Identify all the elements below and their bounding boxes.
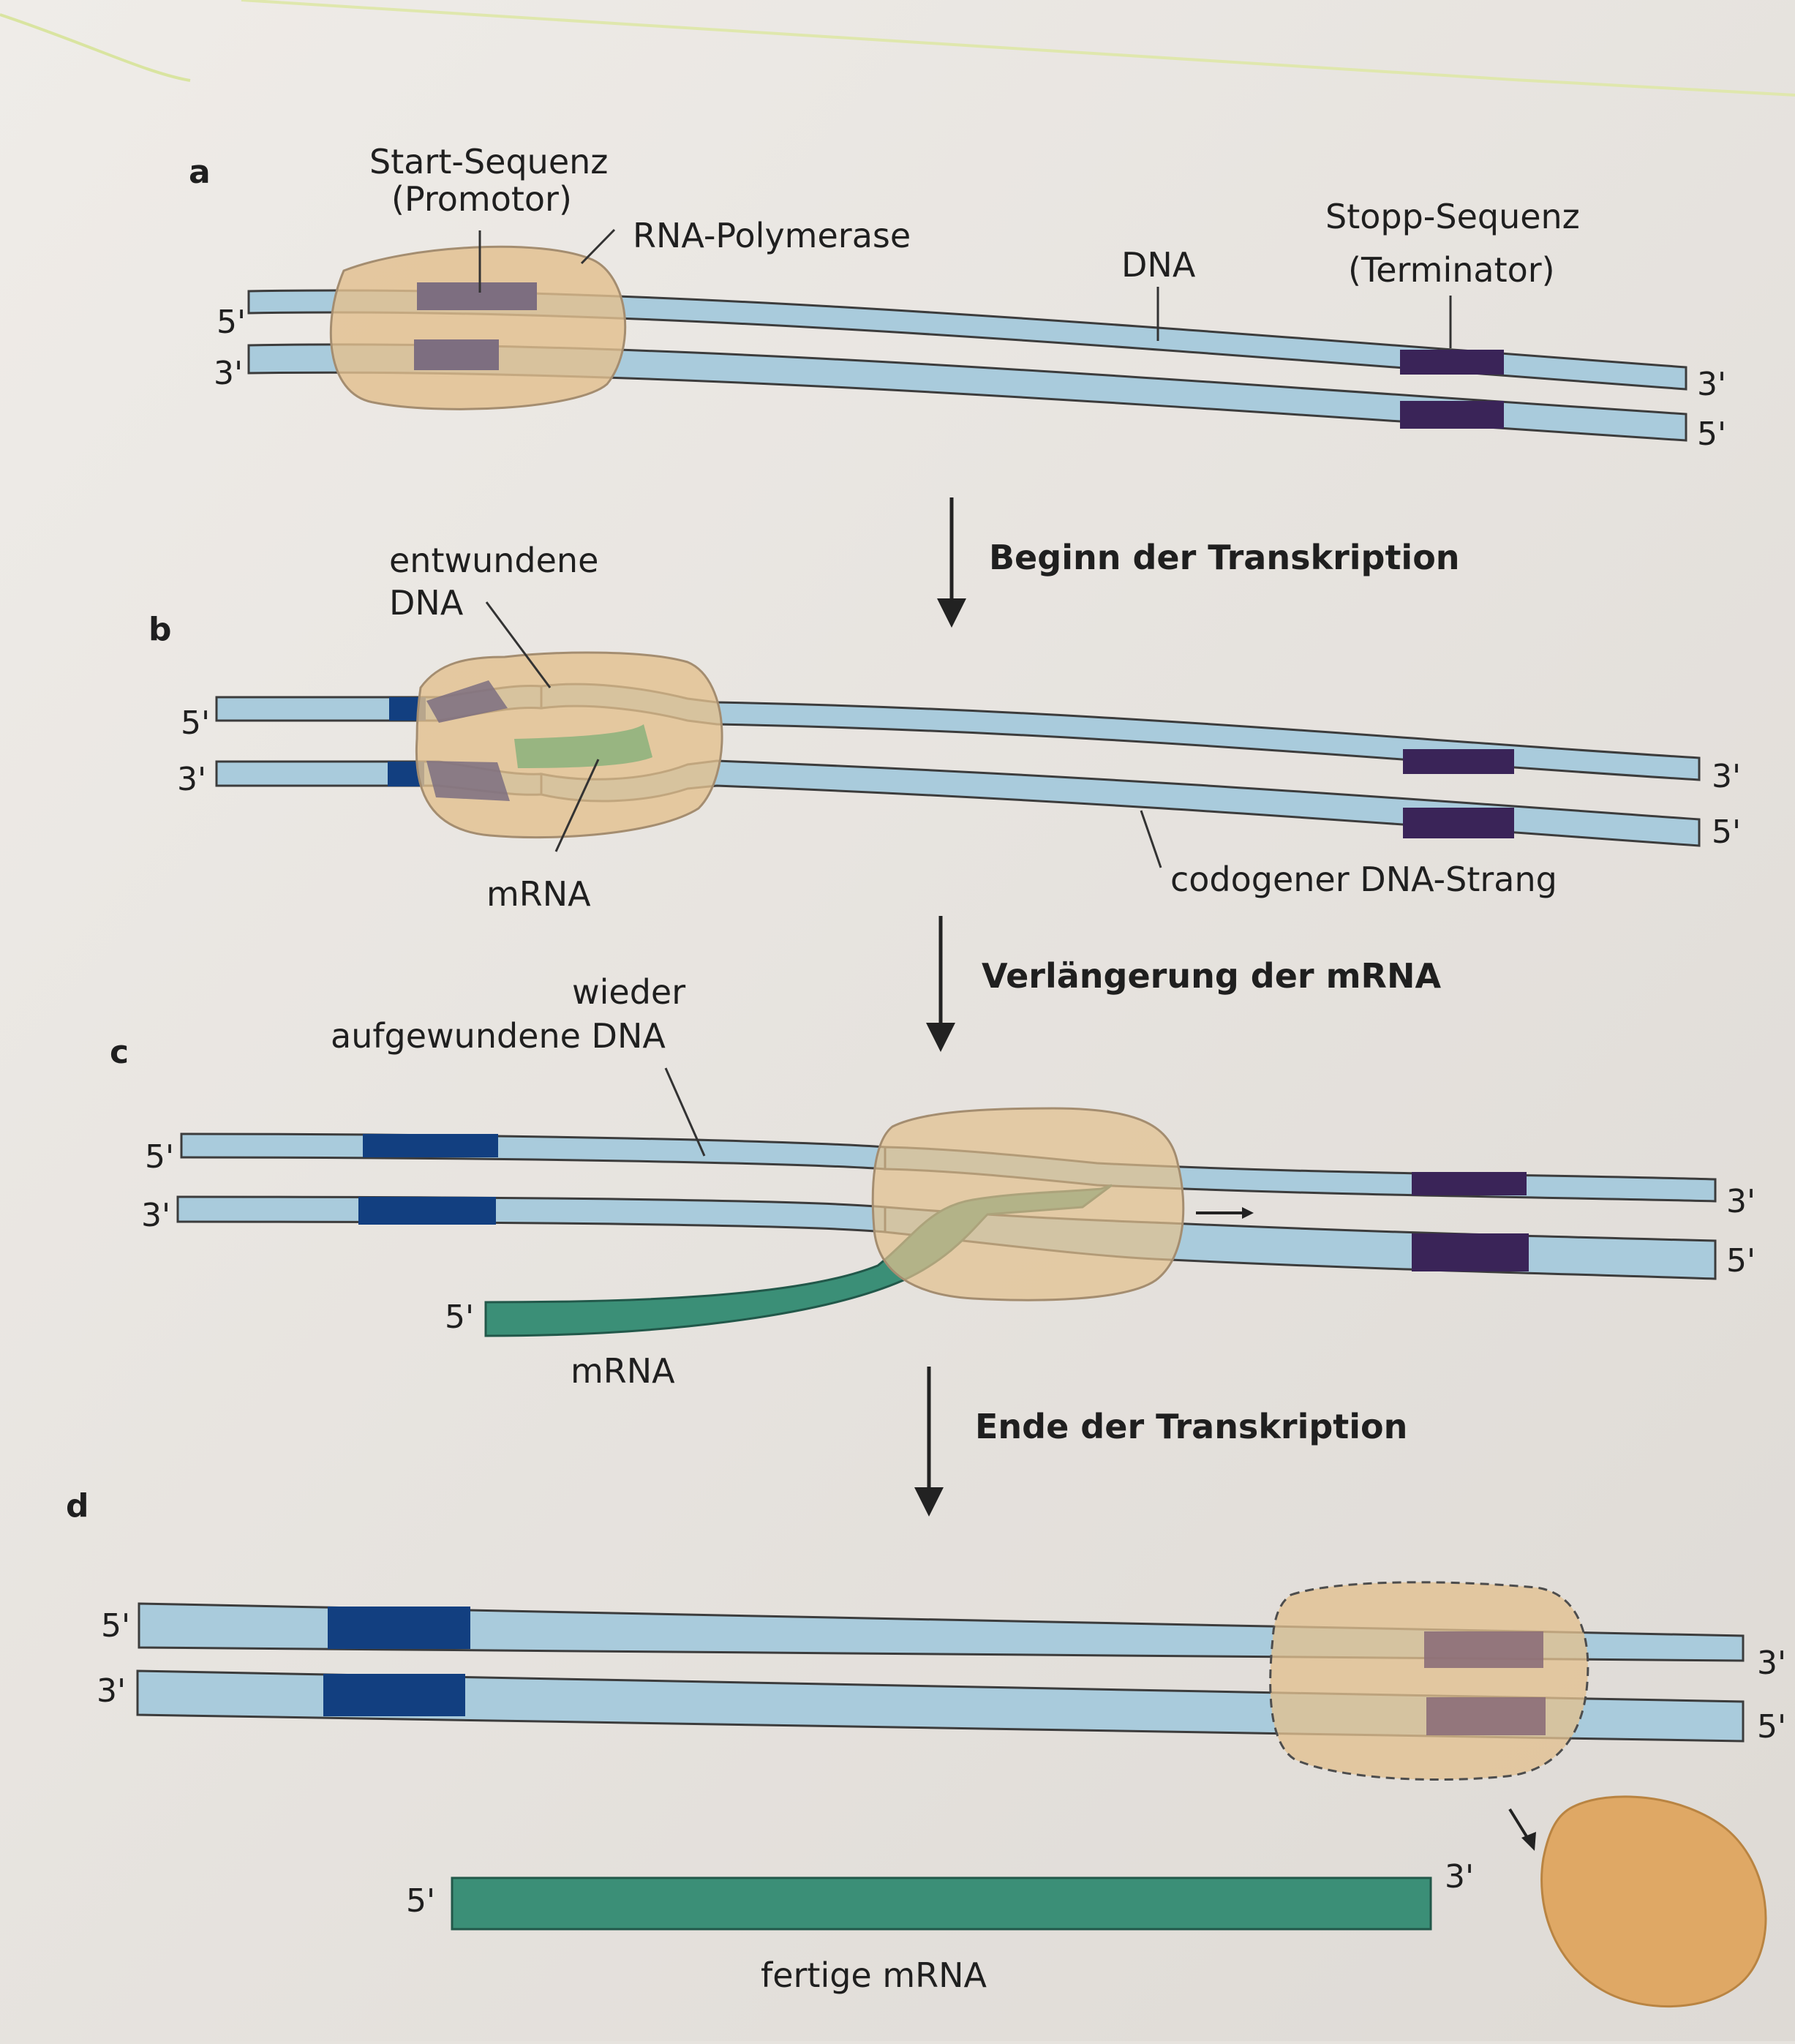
- panel-d: d fertige mRNA 5' 3' 3' 5' 5' 3': [66, 1487, 1786, 2008]
- end-label: 5': [1726, 1242, 1756, 1280]
- rna-polymerase: [329, 245, 627, 410]
- released-rna-polymerase: [1540, 1795, 1767, 2008]
- end-label: 3': [177, 761, 206, 798]
- end-label: 3': [1697, 366, 1726, 403]
- end-label: 5': [1757, 1708, 1786, 1746]
- promoter-block-top: [417, 282, 537, 310]
- end-label: 5': [1712, 814, 1741, 851]
- step-label: Beginn der Transkription: [989, 538, 1460, 577]
- promoter-block-bottom: [358, 1197, 496, 1225]
- end-label: 3': [1712, 758, 1741, 795]
- promoter-block-bottom: [323, 1674, 465, 1716]
- promoter-block-bottom: [414, 339, 499, 370]
- label-stop-sequence: Stopp-Sequenz: [1325, 197, 1580, 236]
- label-unwound-dna: entwundene: [389, 541, 598, 580]
- end-label: 3': [214, 355, 243, 392]
- rna-polymerase: [871, 1107, 1185, 1301]
- arrow-step-3: Ende der Transkription: [914, 1367, 1407, 1517]
- label-finished-mrna: fertige mRNA: [761, 1955, 987, 1995]
- panel-a-letter: a: [189, 154, 211, 191]
- label-start-sequence: Start-Sequenz: [369, 142, 608, 181]
- label-rewound-dna: wieder: [572, 972, 685, 1012]
- end-label: 5': [1697, 416, 1726, 453]
- end-label: 3': [97, 1672, 126, 1710]
- panel-c-letter: c: [110, 1034, 129, 1071]
- label-rna-polymerase: RNA-Polymerase: [633, 216, 911, 255]
- panel-b-letter: b: [148, 611, 172, 648]
- terminator-block-top: [1424, 1631, 1543, 1668]
- panel-b: b entwundene DNA mRNA codogener DNA-Stra…: [148, 541, 1741, 914]
- terminator-block-bottom: [1412, 1233, 1529, 1271]
- terminator-block-top: [1412, 1172, 1527, 1195]
- end-label: 3': [1726, 1183, 1756, 1220]
- end-label: 3': [141, 1197, 170, 1234]
- arrow-step-2: Verlängerung der mRNA: [926, 916, 1441, 1052]
- end-label: 5': [101, 1607, 130, 1645]
- promoter-block-top: [328, 1607, 470, 1649]
- terminator-block-top: [1400, 350, 1504, 375]
- end-label: 5': [445, 1299, 474, 1336]
- terminator-block-bottom: [1403, 808, 1514, 838]
- panel-c: c wieder aufgewundene DNA mRNA 5' 3' 3' …: [110, 972, 1756, 1391]
- end-label: 3': [1445, 1858, 1474, 1895]
- label-unwound-dna: DNA: [389, 583, 464, 623]
- terminator-block-top: [1403, 749, 1514, 774]
- mrna-fragment: [514, 724, 652, 768]
- label-terminator: (Terminator): [1348, 250, 1555, 290]
- finished-mrna: [451, 1876, 1432, 1931]
- step-label: Ende der Transkription: [975, 1407, 1407, 1446]
- terminator-block-bottom: [1426, 1697, 1546, 1735]
- label-dna: DNA: [1121, 245, 1196, 285]
- label-rewound-dna: aufgewundene DNA: [331, 1016, 666, 1056]
- label-mrna: mRNA: [571, 1351, 675, 1391]
- rna-polymerase-detaching: [1269, 1581, 1589, 1781]
- panel-d-letter: d: [66, 1487, 89, 1525]
- panel-a: a Start-Sequenz (Promotor) RNA-Polymeras…: [189, 142, 1726, 453]
- label-mrna: mRNA: [486, 874, 591, 914]
- label-promoter: (Promotor): [391, 179, 572, 219]
- step-label: Verlängerung der mRNA: [982, 956, 1441, 996]
- label-codogenic-strand: codogener DNA-Strang: [1170, 860, 1557, 899]
- end-label: 3': [1757, 1645, 1786, 1682]
- arrow-step-1: Beginn der Transkription: [937, 497, 1460, 628]
- terminator-block-bottom: [1400, 401, 1504, 429]
- end-label: 5': [145, 1138, 174, 1176]
- end-label: 5': [406, 1882, 435, 1920]
- end-label: 5': [217, 304, 246, 341]
- end-label: 5': [181, 704, 210, 742]
- promoter-block-top: [363, 1134, 498, 1157]
